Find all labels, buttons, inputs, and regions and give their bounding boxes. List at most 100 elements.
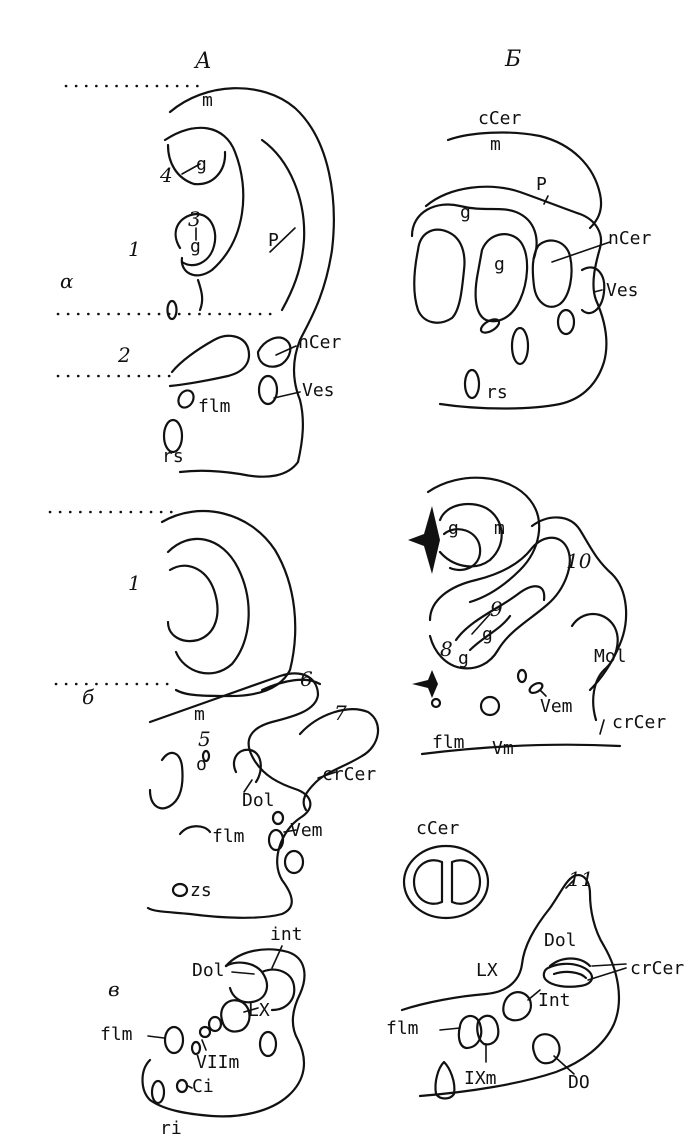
ccer-inner-left (412, 859, 444, 905)
label-o: o (196, 754, 207, 775)
section-a-beta: 1 б 6 7 m 5 o Dol crCer flm Vem zs (48, 509, 379, 919)
label-zs: zs (190, 880, 212, 901)
panel-label-b: Б (504, 47, 521, 72)
label-cCer: cCer (478, 108, 522, 129)
vm-nucleus (479, 695, 501, 717)
label-LX: LX (248, 1000, 270, 1021)
leader-line (243, 1007, 259, 1013)
small-nucleus (510, 326, 530, 366)
section-label-gamma: в (108, 977, 120, 1001)
small-nucleus (166, 299, 178, 321)
number-10: 10 (566, 549, 592, 573)
number-6: 6 (300, 667, 313, 691)
molecular-layer-contour (260, 138, 306, 312)
folium-contour (442, 528, 482, 572)
ccer-inner-right (450, 859, 482, 905)
int-contour-gamma (260, 968, 296, 1012)
section-b-bottom: cCer 11 Dol crCer LX Int flm IXm DO (386, 818, 684, 1100)
leader-line (187, 1085, 193, 1089)
label-flm: flm (386, 1018, 419, 1039)
leader-line (283, 829, 297, 833)
lobule-contour (163, 126, 245, 277)
number-7: 7 (334, 701, 347, 725)
cerebellum-outer-contour (426, 476, 541, 604)
label-DO: DO (568, 1072, 590, 1093)
arrow-marker (408, 506, 440, 574)
leader-line (317, 771, 337, 779)
ri-bundle (150, 1079, 166, 1105)
leader-line (591, 963, 627, 967)
label-int: int (270, 924, 303, 945)
lobule-9-contour (428, 536, 571, 670)
leader-line (243, 779, 253, 793)
lobule-7-contour (298, 708, 379, 812)
leader-line (539, 689, 547, 697)
leader-line (593, 289, 603, 293)
label-nCer: nCer (298, 332, 342, 353)
zs-bundle (171, 882, 189, 898)
label-g: g (460, 202, 471, 223)
brainstem-contour-beta (146, 672, 320, 919)
rs-contour-b-bottom (434, 1060, 456, 1100)
folium-contour (438, 502, 503, 568)
flm-contour-b (457, 1014, 483, 1050)
label-LX: LX (476, 960, 498, 981)
folium-contour (454, 585, 546, 642)
number-5: 5 (198, 727, 211, 751)
lx-contour-gamma (220, 999, 251, 1033)
vem-nucleus (271, 810, 285, 826)
leader-line (527, 989, 541, 1001)
small-nucleus (258, 1030, 278, 1058)
vem-nucleus (528, 681, 544, 695)
stalk-contour (196, 278, 204, 312)
label-Mol: Mol (594, 646, 627, 667)
crCer-inner-b (552, 970, 588, 980)
number-2: 2 (117, 343, 131, 367)
label-Dol: Dol (192, 960, 225, 981)
leader-line (543, 195, 549, 205)
ixm-contour (476, 1014, 500, 1046)
flm-contour-beta (178, 825, 212, 836)
section-label-beta: б (82, 685, 95, 709)
label-g: g (190, 236, 201, 257)
label-crCer: crCer (612, 712, 666, 733)
section-a-gamma: в int Dol LX flm VIIm Ci ri (100, 924, 306, 1139)
flm-bundle (177, 389, 195, 409)
dol-contour-gamma (224, 961, 269, 1004)
leader-line (439, 1027, 461, 1031)
leader-line (471, 613, 491, 635)
number-3: 3 (188, 207, 201, 231)
leader-line (587, 967, 627, 981)
label-g: g (494, 254, 505, 275)
folium-contour (468, 614, 512, 652)
label-Dol: Dol (544, 930, 577, 951)
leader-line (599, 719, 605, 735)
leader-line (147, 1035, 165, 1039)
leader-line (201, 1039, 207, 1051)
flocculus-contour (148, 751, 184, 810)
lobule-4-contour (166, 143, 227, 186)
brainstem-contour-alpha (168, 334, 251, 388)
folium-contour (474, 233, 529, 323)
label-Vem: Vem (540, 696, 573, 717)
brainstem-contour-b-bottom (400, 874, 620, 1098)
number-8: 8 (440, 637, 453, 661)
small-nucleus (479, 318, 501, 334)
nCer-contour (256, 336, 292, 368)
ves-nucleus (257, 374, 279, 406)
cerebellum-outer-contour (446, 131, 603, 230)
lobule-contour (410, 203, 538, 260)
number-11: 11 (568, 867, 593, 891)
label-rs: rs (486, 382, 508, 403)
small-nucleus (556, 308, 576, 336)
leader-line (553, 1055, 575, 1075)
leader-line (273, 391, 301, 399)
label-nCer: nCer (608, 228, 652, 249)
label-flm: flm (212, 826, 245, 847)
arrow-marker (412, 670, 438, 698)
brainstem-contour-gamma (141, 948, 306, 1118)
number-1: 1 (128, 237, 141, 261)
mol-contour (570, 612, 619, 722)
do-contour (532, 1033, 561, 1065)
